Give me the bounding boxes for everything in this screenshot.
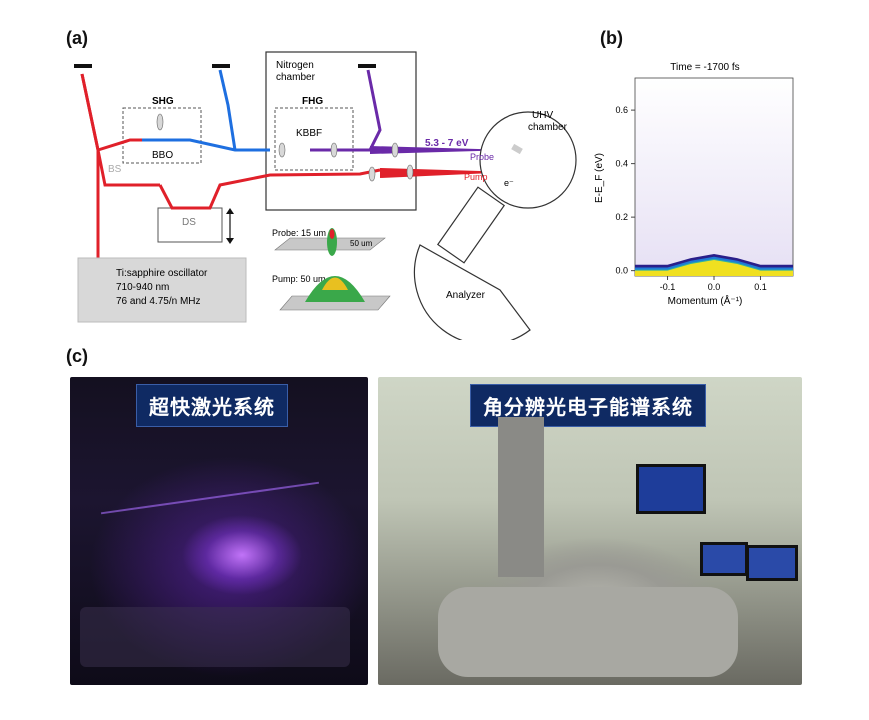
probe-size-label: Probe: 15 um: [272, 228, 326, 238]
oscillator-line2: 710-940 nm: [116, 282, 169, 293]
x-tick-label: -0.1: [660, 282, 676, 292]
shg-label: SHG: [152, 96, 174, 107]
nitrogen-chamber-label: chamber: [276, 72, 316, 83]
panel-c-label: (c): [66, 346, 88, 366]
x-tick-label: 0.0: [708, 282, 721, 292]
x-tick-label: 0.1: [754, 282, 767, 292]
panel-a-label: (a): [66, 28, 88, 48]
blue-beam: [142, 69, 270, 152]
energy-label: 5.3 - 7 eV: [425, 138, 469, 149]
uhv-chamber-label: chamber: [528, 122, 568, 133]
nitrogen-chamber-box: [265, 51, 417, 211]
optical-schematic: Nitrogen chamber SHG BBO FHG KBBF DS: [74, 51, 577, 340]
monitor: [746, 545, 798, 581]
y-tick-label: 0.2: [615, 212, 628, 222]
mirror: [212, 64, 230, 68]
bs-label: BS: [108, 164, 122, 175]
analyzer: Analyzer: [413, 186, 531, 340]
oscillator-line1: Ti:sapphire oscillator: [116, 268, 208, 279]
oscillator-box: [77, 257, 247, 323]
laser-photo-title: 超快激光系统: [136, 384, 288, 427]
ds-label: DS: [182, 217, 196, 228]
x-axis-label: Momentum (Å⁻¹): [668, 294, 743, 307]
uhv-chamber: [479, 111, 577, 209]
electron-label: e⁻: [504, 178, 514, 188]
monitor: [636, 464, 706, 514]
uhv-label: UHV: [532, 110, 553, 121]
chart-title: Time = -1700 fs: [670, 62, 739, 73]
laser-photo: 超快激光系统: [70, 377, 368, 685]
mirror: [74, 64, 92, 68]
oscillator-line3: 76 and 4.75/n MHz: [116, 296, 201, 307]
y-tick-label: 0.4: [615, 159, 628, 169]
bbo-label: BBO: [152, 150, 173, 161]
kbbf-label: KBBF: [296, 128, 322, 139]
intensity-layer: [635, 259, 793, 276]
violet-beam: [310, 69, 515, 154]
y-tick-label: 0.6: [615, 105, 628, 115]
nitrogen-label: Nitrogen: [276, 60, 314, 71]
fhg-box: [274, 107, 354, 171]
analyzer-label: Analyzer: [446, 290, 486, 301]
arpes-photo: 角分辨光电子能谱系统: [378, 377, 802, 685]
fhg-label: FHG: [302, 96, 323, 107]
y-tick-label: 0.0: [615, 266, 628, 276]
mirror: [358, 64, 376, 68]
pump-cone: [380, 168, 515, 178]
probe-label: Probe: [470, 152, 494, 162]
pump-size-label: Pump: 50 um: [272, 274, 326, 284]
heatmap-band: [635, 254, 793, 276]
probe-profile-peak: [327, 228, 337, 256]
pump-label: Pump: [464, 172, 488, 182]
shg-box: [122, 107, 202, 164]
scale-label: 50 um: [350, 239, 373, 248]
y-axis-label: E-E_F (eV): [594, 153, 605, 203]
panel-b-label: (b): [600, 28, 623, 48]
plot-area: [634, 77, 794, 277]
monitor: [700, 542, 748, 576]
